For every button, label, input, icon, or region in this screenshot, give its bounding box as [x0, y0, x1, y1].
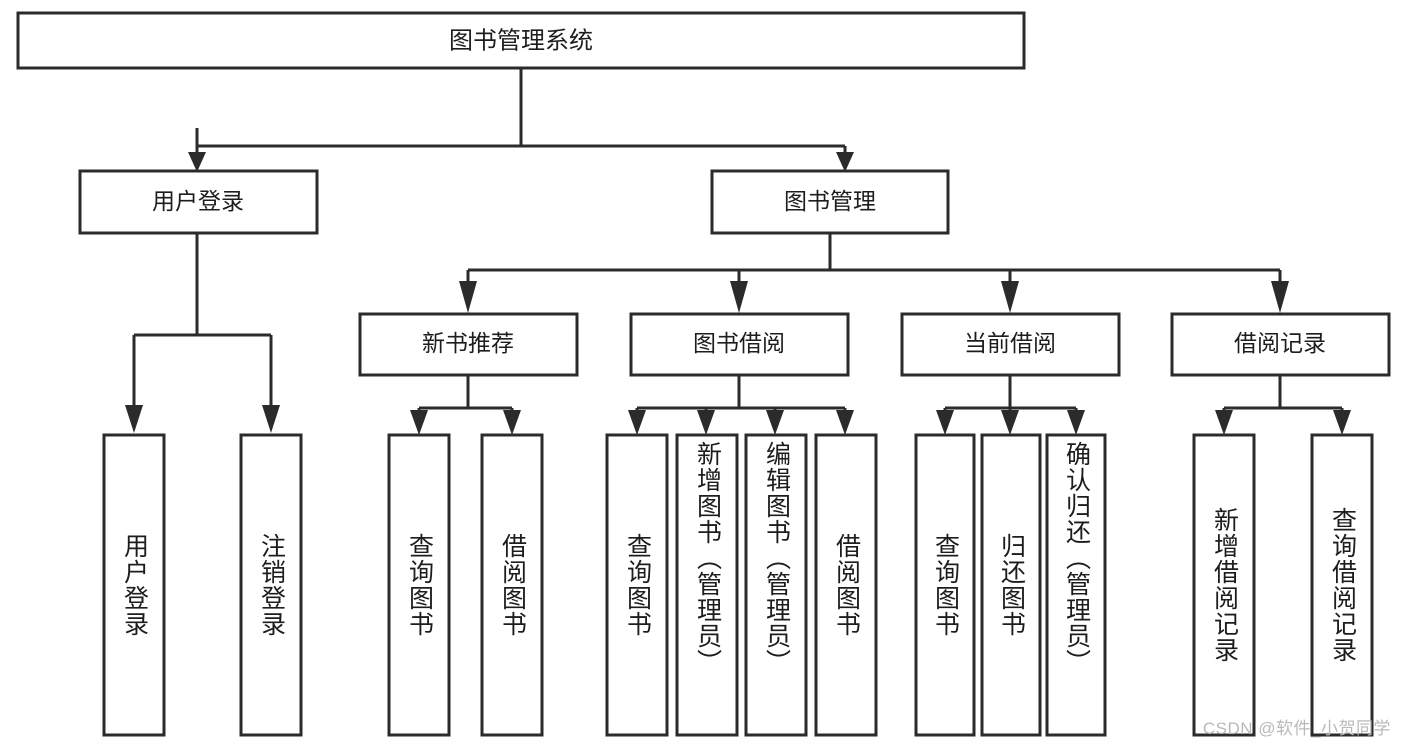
- arrow-leaf-query-book-3: [936, 410, 954, 435]
- leaf-rect-layer: [102, 433, 1374, 737]
- arrow-leaf-edit-book: [766, 410, 784, 435]
- node-root-label: 图书管理系统: [449, 27, 593, 54]
- node-book-borrow[interactable]: 图书借阅: [629, 312, 850, 377]
- arrow-leaf-query-book-2: [628, 410, 646, 435]
- node-leaf-user-login-rect[interactable]: [102, 433, 166, 737]
- arrow-book-borrow: [730, 281, 748, 313]
- node-leaf-user-logout-rect[interactable]: [239, 433, 303, 737]
- arrow-leaf-add-record: [1215, 410, 1233, 435]
- node-new-book-rec-rect[interactable]: [358, 312, 579, 377]
- node-leaf-borrow-book-2-rect[interactable]: [814, 433, 878, 737]
- node-current-borrow-rect[interactable]: [900, 312, 1121, 377]
- node-new-book-rec[interactable]: 新书推荐: [358, 312, 579, 377]
- node-book-borrow-label: 图书借阅: [693, 330, 785, 356]
- node-book-manage-rect[interactable]: [710, 169, 950, 235]
- node-borrow-record[interactable]: 借阅记录: [1170, 312, 1391, 377]
- node-leaf-query-book-1-rect[interactable]: [387, 433, 451, 737]
- arrow-leaf-confirm-return: [1067, 410, 1085, 435]
- node-new-book-rec-label: 新书推荐: [422, 330, 514, 356]
- arrow-leaf-return-book: [1001, 410, 1019, 435]
- arrow-borrow-record: [1271, 281, 1289, 313]
- arrow-user-login: [188, 152, 206, 172]
- arrow-leaf-query-book-1: [410, 410, 428, 435]
- node-current-borrow[interactable]: 当前借阅: [900, 312, 1121, 377]
- node-root-rect[interactable]: [16, 11, 1026, 70]
- arrow-leaf-user-logout: [262, 405, 280, 433]
- node-book-manage[interactable]: 图书管理: [710, 169, 950, 235]
- arrow-new-book-rec: [459, 281, 477, 313]
- node-user-login[interactable]: 用户登录: [78, 169, 319, 235]
- node-book-borrow-rect[interactable]: [629, 312, 850, 377]
- node-leaf-query-record-rect[interactable]: [1310, 433, 1374, 737]
- arrow-leaf-query-record: [1333, 410, 1351, 435]
- arrow-leaf-add-book: [697, 410, 715, 435]
- node-leaf-borrow-book-1-rect[interactable]: [480, 433, 544, 737]
- node-leaf-edit-book-rect[interactable]: [744, 433, 808, 737]
- watermark: CSDN @软件_小贺同学: [1202, 719, 1391, 738]
- arrow-leaf-user-login: [125, 405, 143, 433]
- node-leaf-add-book-rect[interactable]: [675, 433, 739, 737]
- node-leaf-add-record-rect[interactable]: [1192, 433, 1256, 737]
- node-root[interactable]: 图书管理系统: [16, 11, 1026, 70]
- node-leaf-confirm-return-rect[interactable]: [1045, 433, 1107, 737]
- node-leaf-return-book-rect[interactable]: [980, 433, 1042, 737]
- node-user-login-rect[interactable]: [78, 169, 319, 235]
- node-leaf-query-book-3-rect[interactable]: [914, 433, 976, 737]
- node-borrow-record-label: 借阅记录: [1234, 330, 1326, 356]
- node-book-manage-label: 图书管理: [784, 188, 876, 214]
- connector-layer: [125, 68, 1351, 435]
- node-borrow-record-rect[interactable]: [1170, 312, 1391, 377]
- arrow-leaf-borrow-book-1: [503, 410, 521, 435]
- arrow-book-manage: [836, 152, 854, 172]
- arrow-leaf-borrow-book-2: [836, 410, 854, 435]
- node-user-login-label: 用户登录: [152, 188, 244, 214]
- arrow-current-borrow: [1001, 281, 1019, 313]
- node-leaf-query-book-2-rect[interactable]: [605, 433, 669, 737]
- node-current-borrow-label: 当前借阅: [964, 330, 1056, 356]
